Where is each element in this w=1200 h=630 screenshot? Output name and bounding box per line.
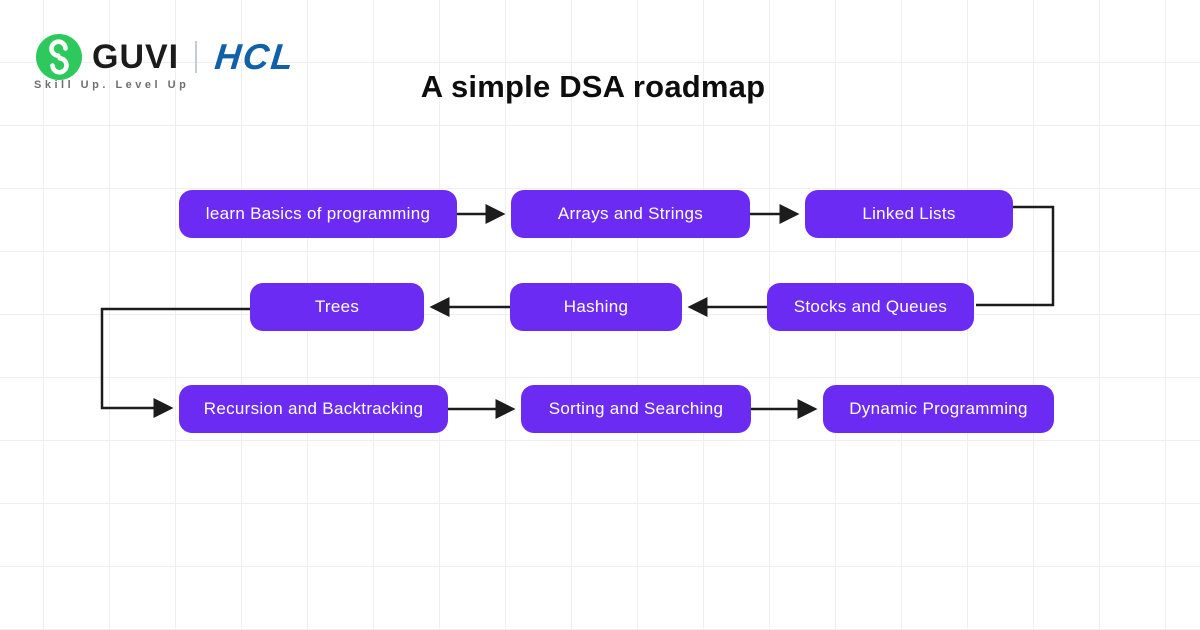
guvi-logo-icon (36, 34, 82, 80)
node-recursion: Recursion and Backtracking (179, 385, 448, 433)
node-basics: learn Basics of programming (179, 190, 457, 238)
connectors-group (100, 204, 1055, 419)
connector-linked-to-stocks (976, 205, 1055, 307)
page-title: A simple DSA roadmap (420, 69, 766, 104)
node-trees: Trees (250, 283, 424, 331)
node-hashing: Hashing (510, 283, 682, 331)
brand-header: GUVI HCL (36, 34, 297, 80)
node-linked: Linked Lists (805, 190, 1013, 238)
brand-divider (195, 41, 198, 73)
node-dynamic: Dynamic Programming (823, 385, 1054, 433)
node-arrays: Arrays and Strings (511, 190, 750, 238)
guvi-wordmark: GUVI (92, 38, 180, 76)
node-sorting: Sorting and Searching (521, 385, 751, 433)
brand-tagline: Skill Up. Level Up (34, 79, 190, 91)
node-stocks: Stocks and Queues (767, 283, 974, 331)
connector-trees-to-recursion (100, 307, 250, 418)
